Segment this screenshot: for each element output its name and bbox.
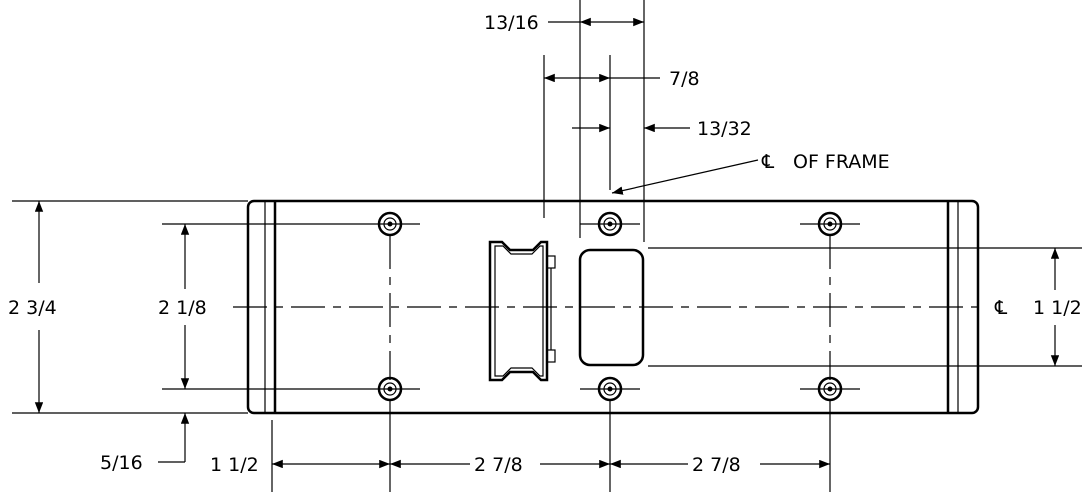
centerline-symbol-top: ℄ [761,151,775,173]
dim-7-8: 7/8 [544,68,700,90]
label-2-3-4: 2 3/4 [8,297,57,319]
dim-bottom-2-7-8-a: 2 7/8 [390,454,610,476]
label-7-8: 7/8 [669,68,700,90]
dim-13-32: 13/32 [572,118,752,140]
dim-bottom-1-1-2: 1 1/2 [210,454,390,476]
label-2-1-8: 2 1/8 [158,297,207,319]
connector-right [578,248,645,367]
label-of-frame: OF FRAME [793,151,890,173]
extension-lines-bottom [271,400,831,492]
label-bottom-2-7-8-b: 2 7/8 [692,454,741,476]
dim-right-1-1-2: ℄ 1 1/2 [648,247,1082,367]
extension-lines-top [543,0,645,242]
dim-13-16: 13/16 [484,12,644,34]
dim-2-1-8: 2 1/8 [158,223,360,390]
dim-2-3-4: 2 3/4 [8,200,248,414]
label-bottom-2-7-8-a: 2 7/8 [474,454,523,476]
centerline-symbol-right: ℄ [994,297,1008,319]
label-bottom-1-1-2: 1 1/2 [210,454,259,476]
hole-top-right [817,211,843,237]
label-right-1-1-2: 1 1/2 [1033,297,1082,319]
label-5-16: 5/16 [100,452,143,474]
dim-bottom-2-7-8-b: 2 7/8 [610,454,830,476]
label-13-32: 13/32 [697,118,752,140]
dim-5-16: 5/16 [100,413,190,474]
connector-left [488,240,556,382]
mounting-holes [377,211,843,402]
label-13-16: 13/16 [484,12,539,34]
hole-top-left [377,211,403,237]
centerline-of-frame-callout: ℄ OF FRAME [611,151,890,195]
hole-top-mid [597,211,623,237]
